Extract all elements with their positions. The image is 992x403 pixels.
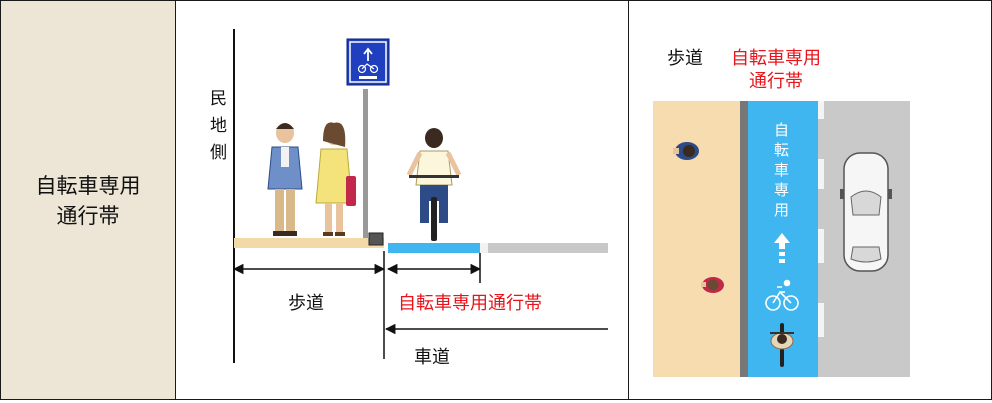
roadway-surface <box>488 243 608 253</box>
sidewalk-surface <box>234 238 384 248</box>
plan-pedestrian-icon-2 <box>701 277 724 293</box>
plan-view-cell: 歩道 自転車専用 通行帯 自 転 車 専 用 <box>629 1 991 399</box>
lane-direction-arrow-icon <box>774 233 790 263</box>
lane-marking-char-1: 自 <box>774 121 789 139</box>
plan-sidewalk-surface <box>653 101 740 377</box>
row-label-cell: 自転車専用 通行帯 <box>1 1 176 399</box>
cross-section-cell: 民 地 側 <box>176 1 629 399</box>
plan-sidewalk-label: 歩道 <box>667 48 703 69</box>
bike-lane-label: 自転車専用通行帯 <box>398 293 542 314</box>
pedestrian-woman-icon <box>315 122 356 236</box>
lane-marking-char-3: 車 <box>774 161 789 179</box>
plan-cyclist-icon <box>770 323 794 367</box>
sidewalk-label: 歩道 <box>288 293 324 314</box>
lane-marking-char-4: 専 <box>774 181 789 199</box>
row-label: 自転車専用 通行帯 <box>1 171 175 231</box>
roadside-label-1: 民 <box>210 89 227 109</box>
plan-pedestrian-icon-1 <box>673 142 699 160</box>
cyclist-icon <box>406 128 462 241</box>
plan-view-diagram: 歩道 自転車専用 通行帯 自 転 車 専 用 <box>653 48 910 377</box>
roadside-label-3: 側 <box>210 143 227 163</box>
pedestrian-man-icon <box>267 123 303 236</box>
row-label-line-2: 通行帯 <box>56 204 120 228</box>
roadside-label-2: 地 <box>210 116 227 136</box>
plan-curb <box>740 101 748 377</box>
sign-post <box>363 89 368 241</box>
plan-bike-lane-title-line-2: 通行帯 <box>749 71 803 92</box>
cross-section-diagram: 民 地 側 <box>210 29 608 368</box>
roadway-label: 車道 <box>414 347 450 368</box>
car-top-view-icon <box>840 152 892 272</box>
row-label-line-1: 自転車専用 <box>35 174 141 198</box>
bicycle-pictogram-icon <box>765 279 799 311</box>
plan-bike-lane-title-line-1: 自転車専用 <box>731 48 821 69</box>
bicycle-lane-sign-icon <box>346 38 390 86</box>
plan-lane-line <box>818 101 824 377</box>
lane-line <box>480 243 488 253</box>
curb-block <box>368 232 384 246</box>
lane-marking-char-2: 転 <box>774 141 789 159</box>
bike-lane-surface <box>388 243 480 253</box>
lane-marking-char-5: 用 <box>774 201 789 219</box>
plan-road-center-dashes <box>818 119 824 377</box>
